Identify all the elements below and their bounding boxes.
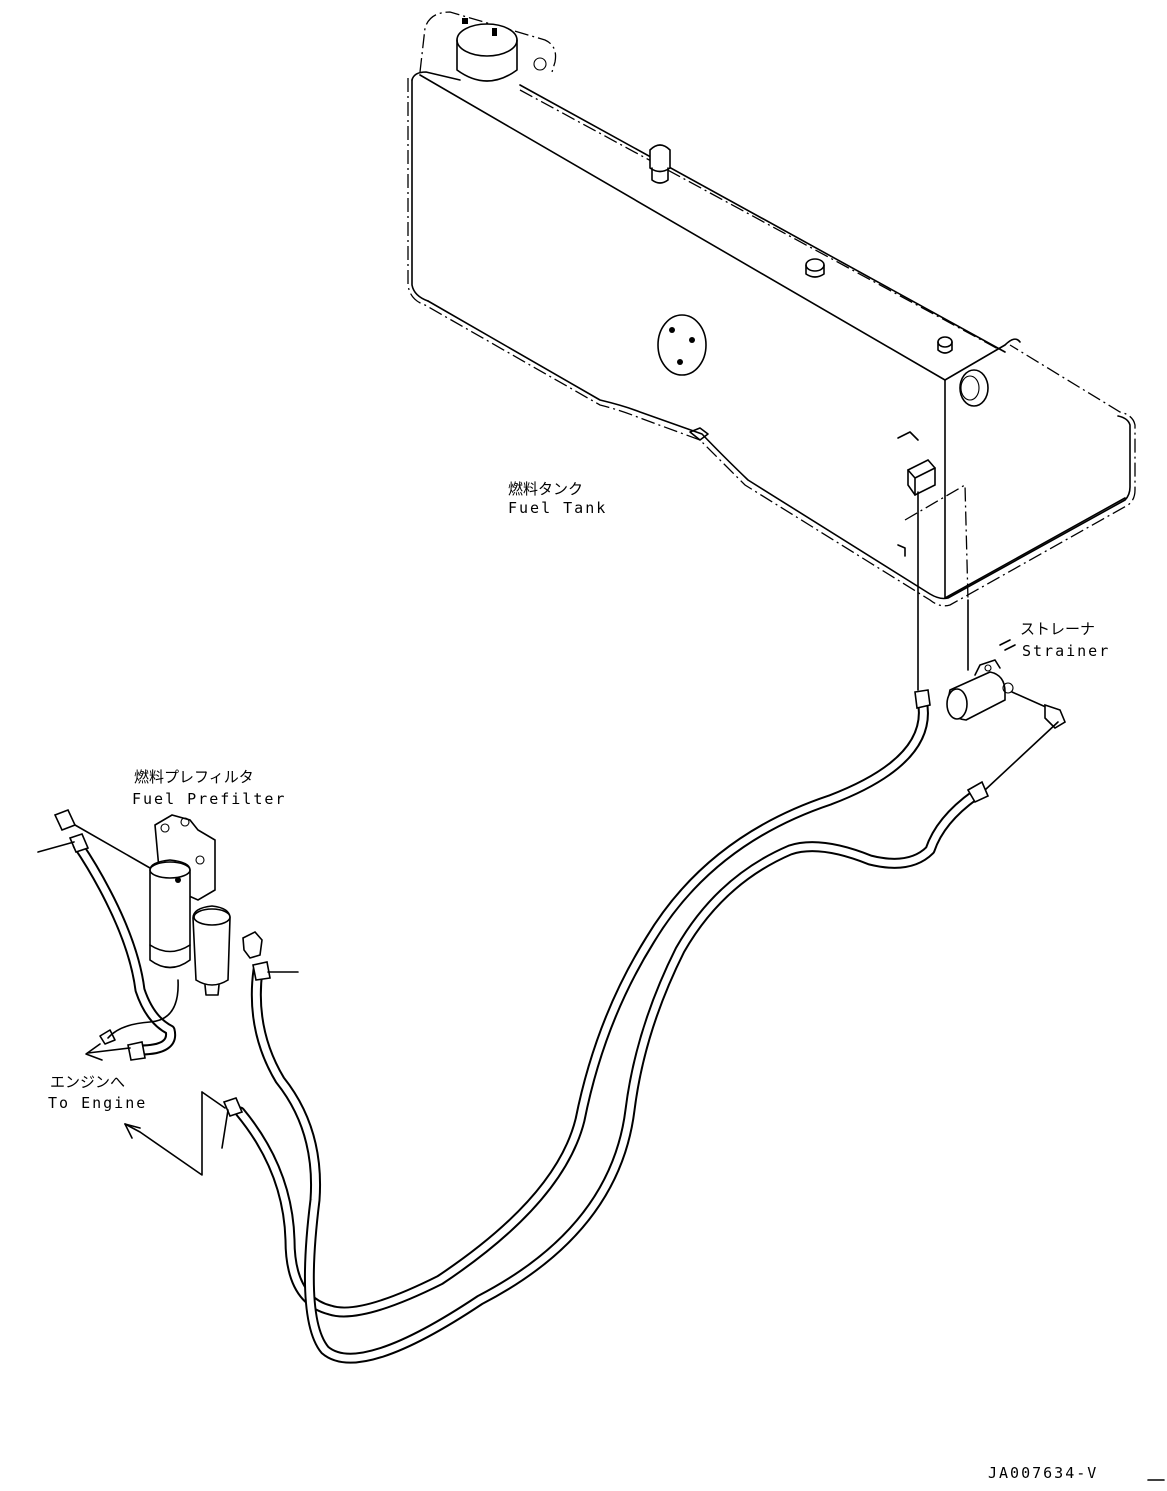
leader-line-inlet — [37, 841, 75, 853]
strainer-label-en: Strainer — [1022, 642, 1110, 660]
fuel-tank-label-en: Fuel Tank — [508, 499, 607, 517]
strainer-label-jp: ストレーナ — [1020, 620, 1095, 638]
to-engine-label-jp: エンジンへ — [50, 1073, 125, 1091]
to-engine-label-en: To Engine — [48, 1094, 147, 1112]
leader-line-hose — [221, 1109, 229, 1149]
fuel-hoses — [68, 689, 990, 1364]
to-engine-arrow — [85, 1043, 226, 1176]
strainer — [917, 491, 1067, 791]
prefilter-label-jp: 燃料プレフィルタ — [134, 768, 254, 786]
fuel-prefilter — [53, 808, 263, 1045]
fuel-tank-label-jp: 燃料タンク — [508, 480, 583, 498]
drawing-number: JA007634-V — [988, 1464, 1098, 1482]
prefilter-label-en: Fuel Prefilter — [132, 790, 286, 808]
fuel-tank — [407, 11, 1136, 607]
